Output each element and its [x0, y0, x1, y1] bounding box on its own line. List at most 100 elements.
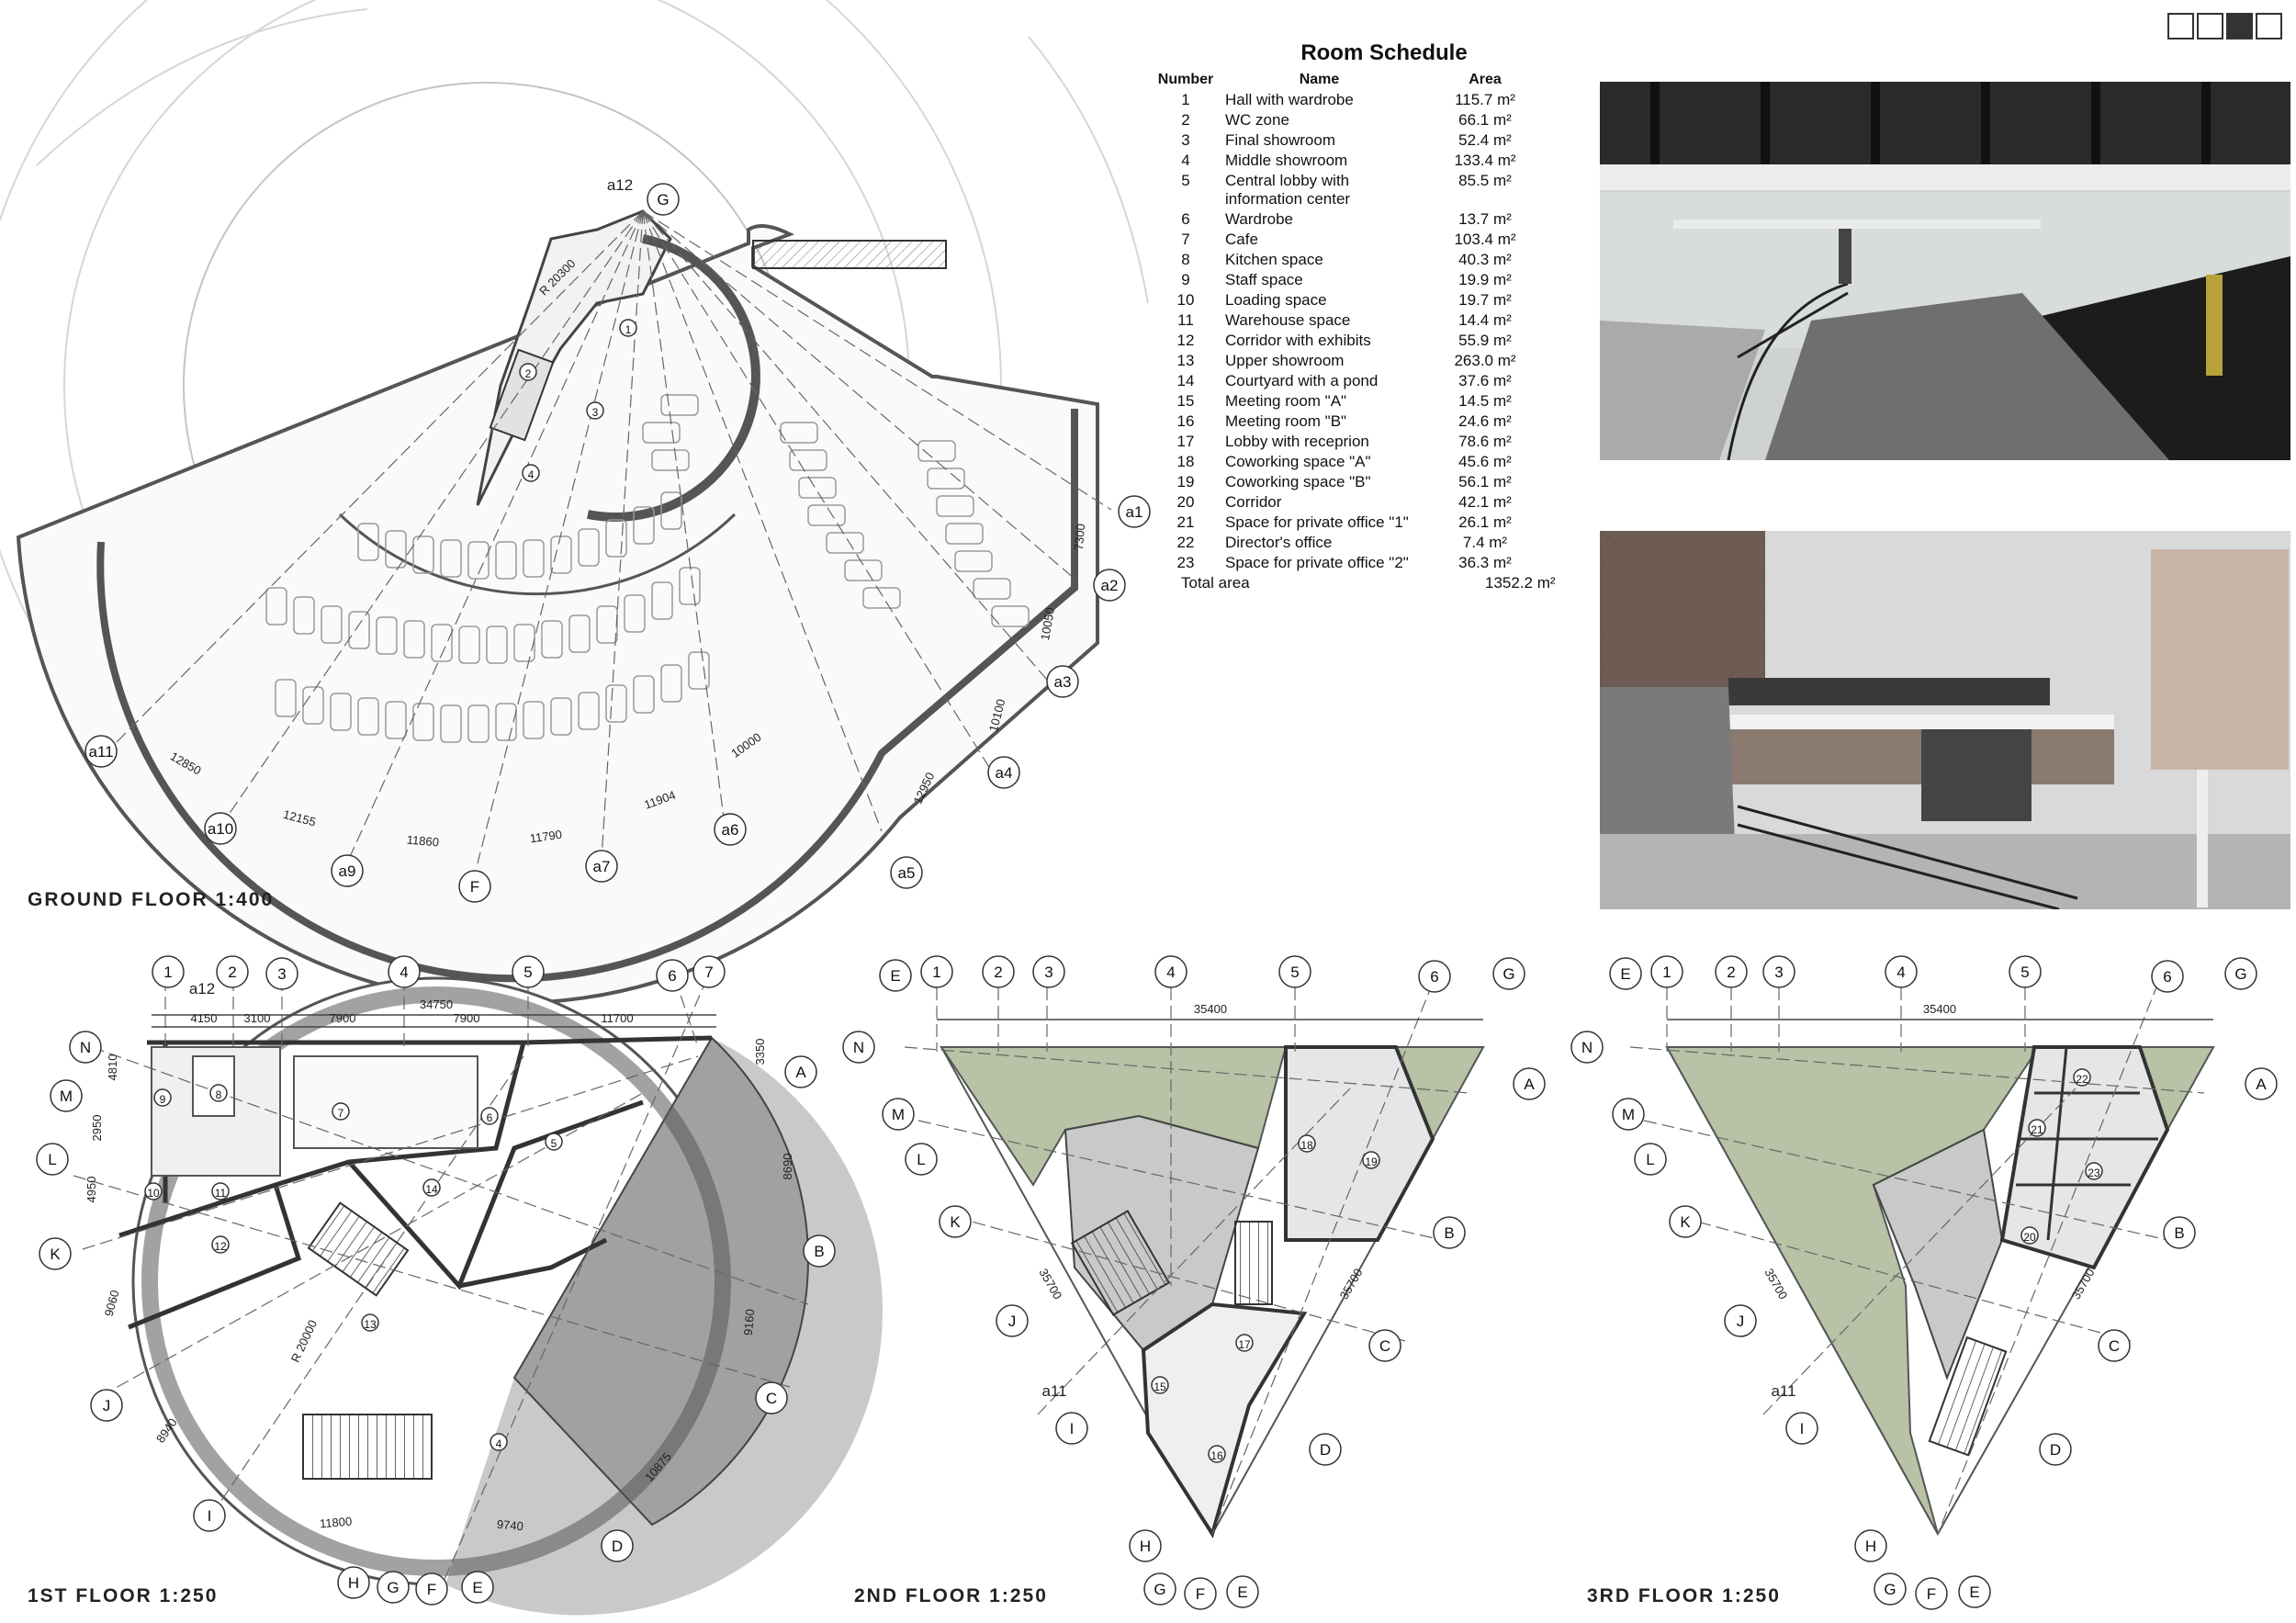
axis-tag-label: C [1379, 1337, 1390, 1355]
axis-tag: M [882, 1098, 915, 1131]
room-area: 78.6 m² [1458, 433, 1512, 450]
dimension-value: 9740 [496, 1517, 523, 1533]
axis-tag-label: E [890, 967, 900, 985]
axis-tag-label: a1 [1126, 503, 1143, 521]
room-number: 20 [1176, 493, 1195, 511]
axis-tag: 3 [1762, 955, 1795, 988]
room-tag-label: 20 [2023, 1231, 2036, 1244]
room-area: 115.7 m² [1455, 91, 1515, 108]
axis-tag: F [1915, 1577, 1948, 1610]
dimension-value: 9160 [741, 1309, 757, 1336]
axis-tag-label: F [427, 1581, 436, 1598]
room-name: Lobby with receprion [1225, 433, 1369, 450]
dimension-value: 7300 [1072, 524, 1087, 551]
axis-tag: 1 [152, 955, 185, 988]
second-floor-title: 2ND FLOOR 1:250 [854, 1585, 1048, 1606]
axis-tag: a9 [331, 854, 364, 887]
room-number: 19 [1176, 473, 1195, 490]
axis-tag-label: I [208, 1507, 212, 1525]
room-tag: 15 [1151, 1376, 1169, 1394]
room-number: 7 [1181, 231, 1190, 248]
room-area: 36.3 m² [1458, 554, 1512, 571]
room-name: Coworking space "A" [1225, 453, 1371, 470]
axis-tag: 2 [1715, 955, 1748, 988]
room-tag-label: 7 [338, 1107, 344, 1120]
dimension-value: 3350 [753, 1039, 767, 1065]
axis-tag: D [1309, 1433, 1342, 1466]
axis-tag: N [842, 1031, 875, 1064]
third-floor-title: 3RD FLOOR 1:250 [1587, 1585, 1781, 1606]
room-name: Final showroom [1225, 131, 1335, 149]
room-area: 37.6 m² [1458, 372, 1512, 389]
room-name: Staff space [1225, 271, 1303, 288]
room-tag: 8 [209, 1084, 228, 1102]
axis-tag-label: D [1320, 1441, 1331, 1459]
axis-tag: M [1612, 1098, 1645, 1131]
dimension-value: 35700 [1761, 1266, 1790, 1302]
dimension-value: 4150 [191, 1011, 218, 1025]
axis-tag-label: G [657, 191, 669, 209]
room-number: 13 [1176, 352, 1195, 369]
room-tag-label: 19 [1365, 1155, 1378, 1168]
axis-tag: G [1874, 1572, 1907, 1606]
axis-tag-label: B [814, 1243, 824, 1260]
room-tag-label: 16 [1210, 1449, 1223, 1462]
room-tag-label: 3 [592, 406, 599, 419]
room-name: Meeting room "B" [1225, 412, 1347, 430]
axis-tag: N [69, 1031, 102, 1064]
room-tag-label: 4 [496, 1437, 502, 1450]
axis-tag: G [377, 1571, 410, 1604]
room-tag: 9 [153, 1088, 172, 1107]
axis-tag-a11: a11 [1041, 1382, 1066, 1400]
axis-tag: A [1513, 1067, 1546, 1100]
axis-tag: D [2039, 1433, 2072, 1466]
room-tag-label: 15 [1154, 1381, 1166, 1393]
axis-tag: I [1055, 1412, 1088, 1445]
axis-tag-label: G [1884, 1581, 1896, 1598]
ground-floor-plan [16, 209, 1112, 1005]
axis-tag: 6 [656, 959, 689, 992]
axis-tag-label: a11 [88, 743, 113, 761]
axis-tag: 5 [512, 955, 545, 988]
dimension-value: 7900 [454, 1011, 480, 1025]
axis-tag-label: M [892, 1106, 905, 1123]
axis-tag: 1 [920, 955, 953, 988]
axis-tag-label: 5 [523, 964, 532, 981]
axis-tag: F [1184, 1577, 1217, 1610]
dimension-value: 11790 [529, 828, 563, 846]
axis-tag-label: L [917, 1151, 925, 1168]
header-area: Area [1469, 72, 1502, 87]
room-tag-label: 4 [528, 468, 535, 481]
axis-tag-label: L [48, 1151, 56, 1168]
overall-dimension: 35400 [1194, 1002, 1227, 1016]
axis-tag: J [996, 1304, 1029, 1337]
room-tag-label: 8 [216, 1088, 222, 1101]
room-number: 14 [1176, 372, 1195, 389]
axis-tag: F [458, 870, 491, 903]
axis-tag-label: C [766, 1390, 777, 1407]
room-name: Courtyard with a pond [1225, 372, 1379, 389]
second-floor-plan [904, 982, 1485, 1538]
dimension-value: 10050 [1038, 606, 1057, 641]
room-number: 4 [1181, 152, 1190, 169]
axis-tag-label: 3 [277, 965, 286, 983]
axis-tag-label: A [795, 1064, 806, 1081]
axis-tag-label: 2 [228, 964, 236, 981]
axis-tag-label: D [612, 1538, 623, 1555]
axis-tag-a12: a12 [189, 980, 215, 997]
axis-tag-label: 5 [1290, 964, 1299, 981]
axis-tag-label: F [1927, 1585, 1936, 1603]
room-tag: 7 [332, 1102, 350, 1121]
room-number: 21 [1176, 513, 1195, 531]
